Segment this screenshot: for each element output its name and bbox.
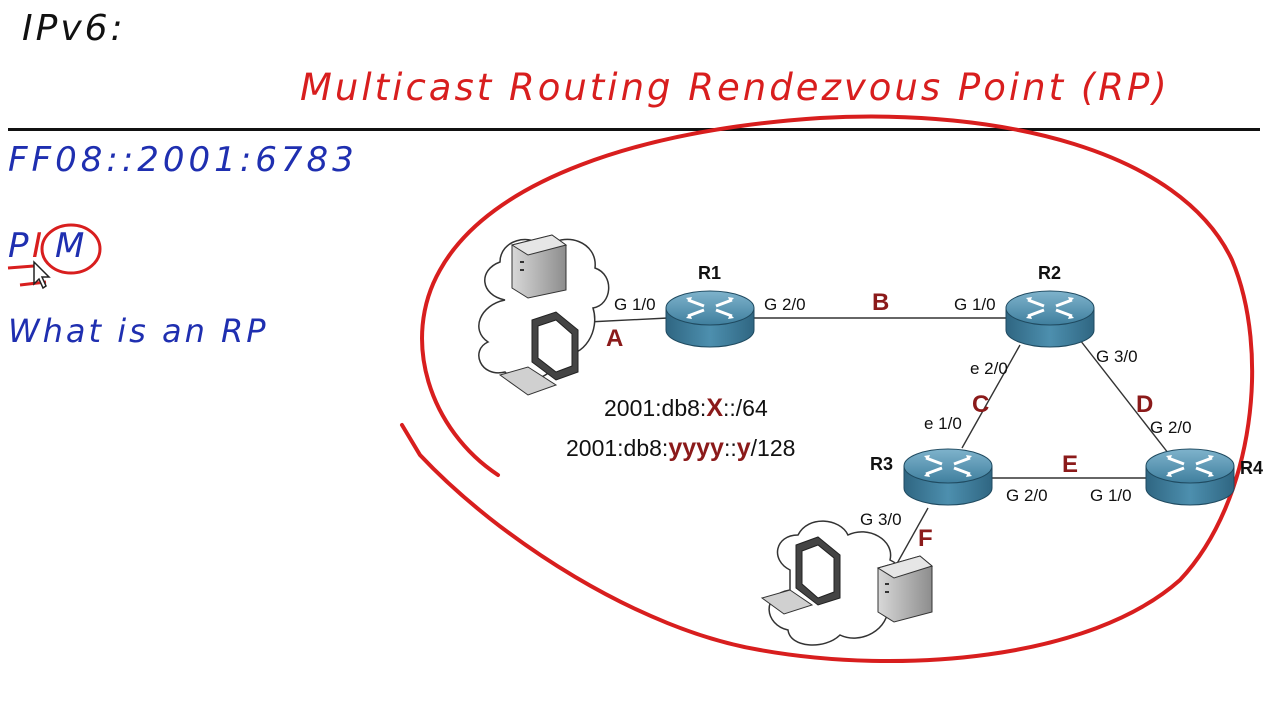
- segment-a-label: A: [606, 325, 623, 352]
- loopback-address-scheme: 2001:db8:yyyy::y/128: [566, 434, 795, 462]
- r1-interface-g20: G 2/0: [764, 295, 806, 314]
- r4-interface-g10: G 1/0: [1090, 486, 1132, 505]
- router-r1-label: R1: [698, 263, 721, 283]
- router-r2-icon: [1006, 291, 1094, 347]
- r2-interface-e20: e 2/0: [970, 359, 1008, 378]
- segment-f-label: F: [918, 525, 933, 552]
- r3-interface-g20: G 2/0: [1006, 486, 1048, 505]
- link-a: [588, 318, 668, 322]
- segment-e-label: E: [1062, 451, 1078, 478]
- r3-interface-g30: G 3/0: [860, 510, 902, 529]
- router-r3-icon: [904, 449, 992, 505]
- server-icon: [512, 235, 566, 298]
- r3-interface-e10: e 1/0: [924, 414, 962, 433]
- router-r4-icon: [1146, 449, 1234, 505]
- host-group-f: [762, 521, 932, 645]
- host-group-a: [479, 235, 609, 395]
- router-r2-label: R2: [1038, 263, 1061, 283]
- router-r3-label: R3: [870, 454, 893, 474]
- router-r4-label: R4: [1240, 458, 1263, 478]
- r2-interface-g10: G 1/0: [954, 295, 996, 314]
- r1-interface-g10: G 1/0: [614, 295, 656, 314]
- server-icon: [878, 556, 932, 622]
- subnet-address-scheme: 2001:db8:X::/64: [604, 394, 768, 422]
- segment-c-label: C: [972, 391, 989, 418]
- segment-b-label: B: [872, 289, 889, 316]
- r4-interface-g20: G 2/0: [1150, 418, 1192, 437]
- segment-d-label: D: [1136, 391, 1153, 418]
- router-r1-icon: [666, 291, 754, 347]
- r2-interface-g30: G 3/0: [1096, 347, 1138, 366]
- pim-m-circle: [42, 225, 100, 273]
